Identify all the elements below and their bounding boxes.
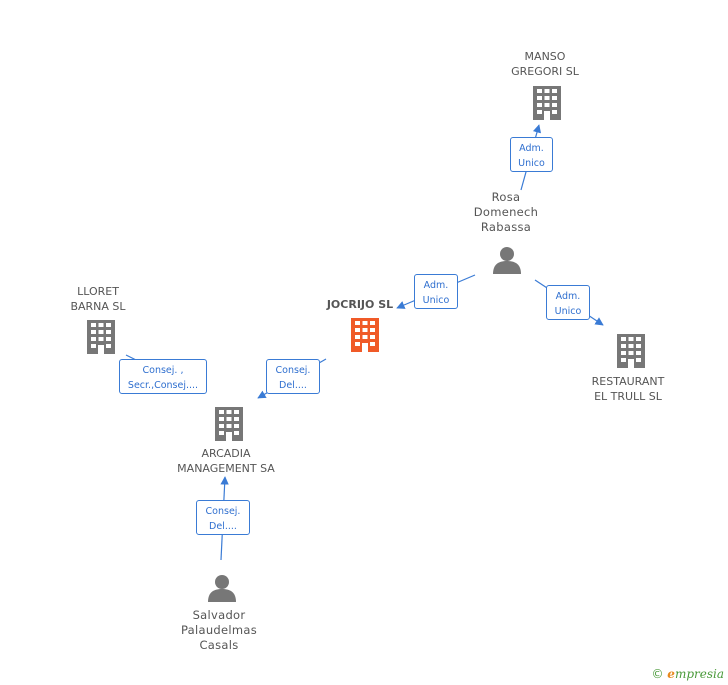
lloret-label-line1: LLORET xyxy=(77,285,119,298)
arcadia-label[interactable]: ARCADIA MANAGEMENT SA xyxy=(176,446,276,476)
edge-label-rosa-manso[interactable]: Adm. Unico xyxy=(510,137,553,172)
edge-label-line2: Del.... xyxy=(209,521,237,532)
restaurant-label-line1: RESTAURANT xyxy=(591,375,665,388)
restaurant-label-line2: EL TRULL SL xyxy=(594,390,662,403)
edge-label-line2: Unico xyxy=(518,158,545,169)
salvador-label[interactable]: Salvador Palaudelmas Casals xyxy=(179,608,259,653)
arcadia-label-line2: MANAGEMENT SA xyxy=(177,462,275,475)
edge-label-line2: Unico xyxy=(554,306,582,317)
edge-label-line1: Consej. xyxy=(275,365,311,376)
jocrijo-building-icon[interactable] xyxy=(351,318,379,352)
edge-label-line2: Del.... xyxy=(279,380,307,391)
edge-label-line1: Adm. xyxy=(423,280,449,291)
restaurant-building-icon[interactable] xyxy=(617,334,645,368)
arcadia-label-line1: ARCADIA xyxy=(201,447,251,460)
edge-label-line1: Consej. xyxy=(205,506,241,517)
rosa-label[interactable]: Rosa Domenech Rabassa xyxy=(466,190,546,235)
edge-label-line2: Unico xyxy=(422,295,450,306)
edge-label-line1: Consej. , xyxy=(142,365,184,376)
jocrijo-label-line1: JOCRIJO SL xyxy=(326,298,394,311)
edge-label-line2: Secr.,Consej.... xyxy=(127,380,199,391)
salvador-label-line2: Palaudelmas xyxy=(180,623,258,637)
brand-footer: © empresia xyxy=(651,667,724,681)
lloret-label[interactable]: LLORET BARNA SL xyxy=(58,284,138,314)
arcadia-building-icon[interactable] xyxy=(215,407,243,441)
rosa-person-icon[interactable] xyxy=(493,247,521,274)
edge-label-lloret-arcadia[interactable]: Consej. , Secr.,Consej.... xyxy=(119,359,207,394)
edge-label-rosa-restaurant[interactable]: Adm. Unico xyxy=(546,285,590,320)
rosa-label-line3: Rabassa xyxy=(480,220,532,234)
edge-label-line1: Adm. xyxy=(555,291,581,302)
jocrijo-label[interactable]: JOCRIJO SL xyxy=(320,297,400,312)
salvador-label-line1: Salvador xyxy=(192,608,246,622)
edge-label-rosa-jocrijo[interactable]: Adm. Unico xyxy=(414,274,458,309)
manso-label[interactable]: MANSO GREGORI SL xyxy=(505,49,585,79)
brand-logo-letter: e xyxy=(667,667,675,681)
salvador-label-line3: Casals xyxy=(199,638,239,652)
rosa-label-line1: Rosa xyxy=(491,190,521,204)
lloret-building-icon[interactable] xyxy=(87,320,115,354)
edge-label-line1: Adm. xyxy=(519,143,544,154)
restaurant-label[interactable]: RESTAURANT EL TRULL SL xyxy=(588,374,668,404)
rosa-label-line2: Domenech xyxy=(473,205,539,219)
edge-label-salvador-arcadia[interactable]: Consej. Del.... xyxy=(196,500,250,535)
salvador-person-icon[interactable] xyxy=(208,575,236,602)
edge-label-jocrijo-arcadia[interactable]: Consej. Del.... xyxy=(266,359,320,394)
lloret-label-line2: BARNA SL xyxy=(70,300,126,313)
copyright-icon: © xyxy=(651,667,664,681)
brand-logo-text: mpresia xyxy=(674,667,724,681)
manso-building-icon[interactable] xyxy=(533,86,561,120)
manso-label-line1: MANSO xyxy=(524,50,566,63)
manso-label-line2: GREGORI SL xyxy=(511,65,579,78)
